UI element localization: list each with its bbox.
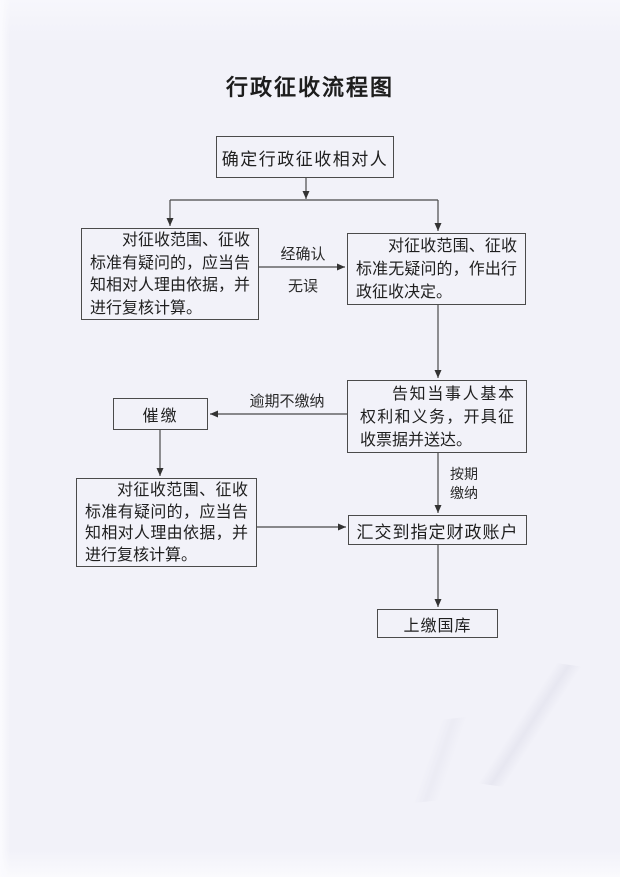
flow-node-determine-counterpart: 确定行政征收相对人	[216, 136, 394, 178]
flow-node-collection-decision: 对征收范围、征收标准无疑问的，作出行政征收决定。	[347, 233, 526, 305]
flow-node-doubt-review-lower: 对征收范围、征收标准有疑问的，应当告知相对人理由依据，并进行复核计算。	[76, 478, 257, 567]
flow-node-doubt-review-upper: 对征收范围、征收标准有疑问的，应当告知相对人理由依据，并进行复核计算。	[81, 228, 259, 320]
flow-node-label: 催缴	[142, 408, 179, 425]
flow-node-label: 汇交到指定财政账户	[356, 522, 519, 542]
paper-crease	[421, 646, 620, 804]
flow-node-label: 确定行政征收相对人	[221, 149, 389, 169]
flow-node-remit-account: 汇交到指定财政账户	[348, 515, 527, 545]
flow-node-state-treasury: 上缴国库	[377, 609, 498, 638]
edge-label-confirmed: 经确认	[280, 247, 326, 263]
edge-label-overdue-nonpayment: 逾期不缴纳	[249, 394, 325, 410]
edge-label-line: 按期	[450, 468, 478, 483]
edge-label-line: 缴纳	[450, 487, 478, 502]
flow-node-notify-rights: 告知当事人基本权利和义务，开具征收票据并送达。	[347, 380, 527, 453]
edge-label-pay-on-schedule: 按期 缴纳	[450, 466, 494, 504]
page-title: 行政征收流程图	[225, 75, 394, 100]
scan-edge-highlight	[0, 0, 10, 877]
flow-node-label: 上缴国库	[403, 617, 472, 635]
flow-node-urge-payment: 催缴	[113, 398, 208, 430]
edge-label-no-error: 无误	[287, 279, 318, 295]
paper-crease	[326, 708, 554, 812]
